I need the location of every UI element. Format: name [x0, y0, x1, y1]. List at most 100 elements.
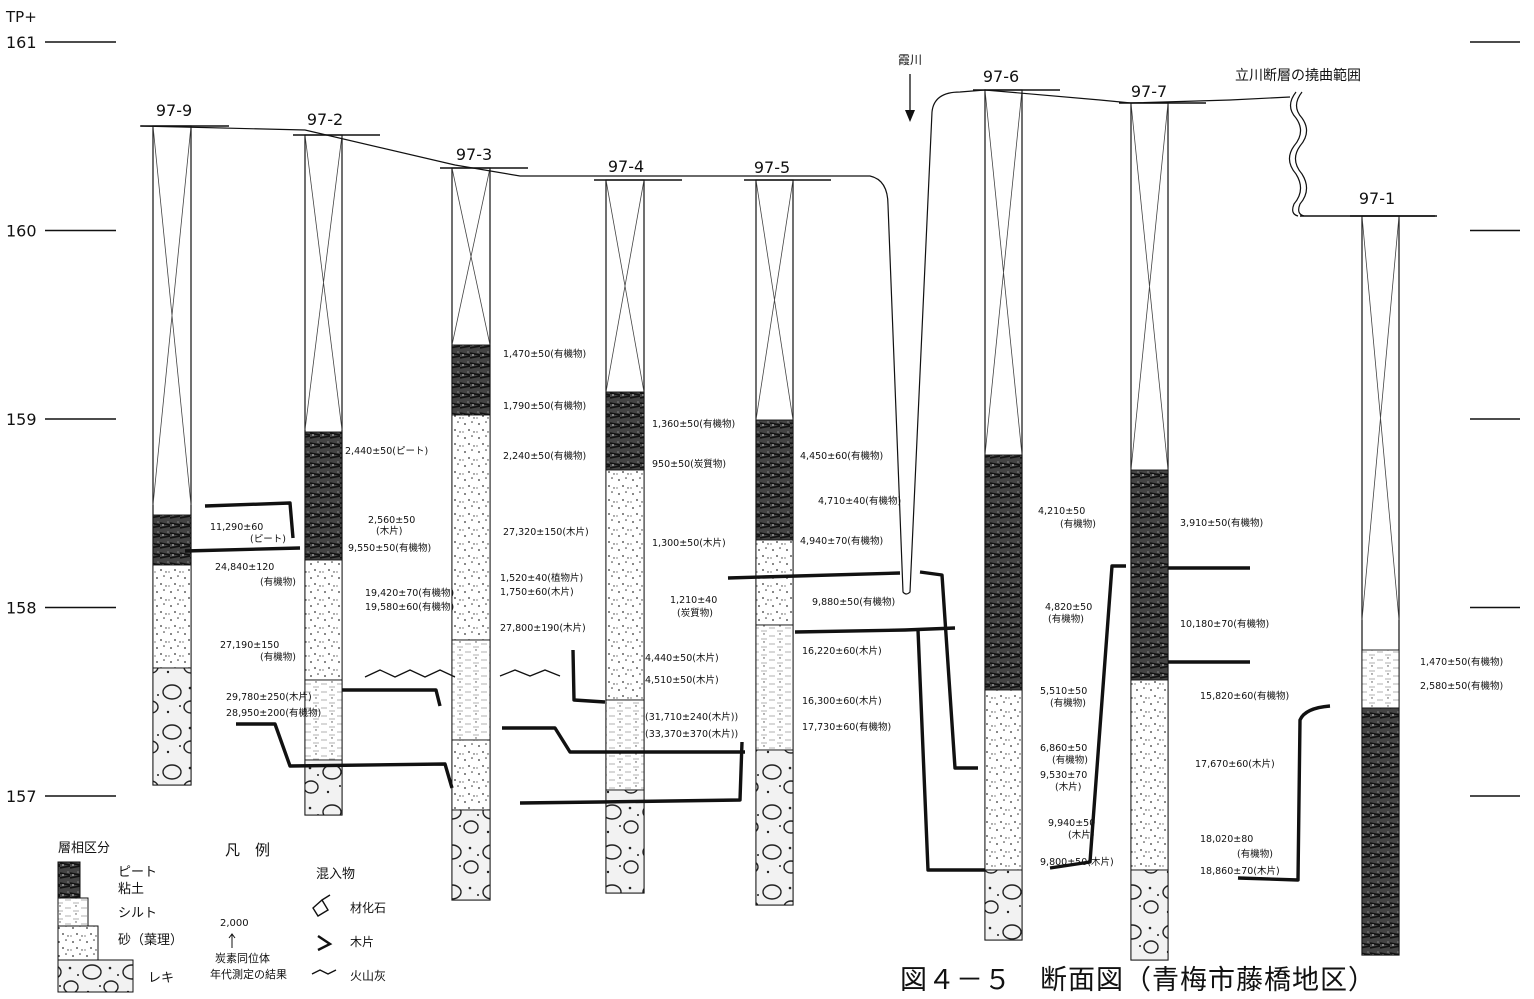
layer-sand	[451, 739, 491, 811]
figure-title: 図４－５ 断面図（青梅市藤橋地区）	[900, 965, 1376, 996]
legend-date-note: 炭素同位体	[215, 951, 270, 965]
fault-label: 立川断層の撓曲範囲	[1235, 67, 1361, 84]
date-label: 19,420±70(有機物)	[365, 587, 454, 599]
layer-gravel	[755, 749, 794, 906]
unsampled-interval	[605, 179, 645, 393]
borehole-label: 97-7	[1131, 82, 1167, 101]
borehole-label: 97-3	[456, 145, 492, 164]
layer-sand	[451, 414, 491, 641]
borehole-97-6	[984, 89, 1023, 941]
radiocarbon-dates: 11,290±60(ピート)24,840±120(有機物)27,190±150(…	[210, 348, 1503, 877]
fault-wavy-line	[1288, 91, 1302, 217]
date-label: 9,530±70	[1040, 770, 1087, 781]
date-label: 16,300±60(木片)	[802, 695, 882, 707]
date-label: (ピート)	[250, 534, 286, 545]
date-label: 4,820±50	[1045, 602, 1092, 613]
legend-arrow-icon	[228, 933, 236, 948]
stratum-boundaries	[184, 501, 1331, 882]
stratum-boundary	[1049, 564, 1126, 870]
stratum-boundary	[236, 722, 454, 789]
date-label: 1,360±50(有機物)	[652, 418, 735, 430]
date-label: 27,800±190(木片)	[500, 622, 586, 634]
unsampled-interval	[304, 134, 343, 431]
layer-dense	[451, 344, 491, 416]
legend-inclusions-title: 混入物	[316, 867, 355, 882]
layer-sand	[152, 564, 192, 669]
date-label: 4,450±60(有機物)	[800, 450, 883, 462]
unsampled-interval	[1361, 215, 1400, 621]
layer-dense	[1130, 469, 1169, 681]
date-label: 2,440±50(ピート)	[345, 446, 428, 457]
date-label: 1,470±50(有機物)	[1420, 656, 1503, 668]
date-label: 4,510±50(木片)	[645, 674, 719, 686]
date-label: 5,510±50	[1040, 686, 1087, 697]
borehole-97-7	[1130, 102, 1169, 961]
layer-sand	[304, 559, 343, 681]
borehole-97-9	[152, 125, 192, 786]
legend-sand-swatch	[57, 925, 99, 961]
layer-silt	[451, 639, 491, 741]
layer-gravel	[605, 789, 645, 894]
date-label: 17,670±60(木片)	[1195, 758, 1275, 770]
legend-silt-swatch	[57, 897, 89, 927]
layer-silt	[304, 679, 343, 761]
legend-date-example: 2,000	[220, 918, 249, 929]
date-label: (有機物)	[260, 576, 296, 588]
layer-dense	[152, 514, 192, 566]
axis-tick-label: 158	[6, 599, 37, 618]
legend-inclusion-label: 材化石	[350, 901, 386, 915]
borehole-label: 97-6	[983, 67, 1019, 86]
volcanic-ash-icon	[311, 969, 337, 975]
date-label: 9,940±50	[1048, 818, 1095, 829]
river-label: 霞川	[898, 53, 922, 67]
date-label: 1,520±40(植物片)	[500, 572, 583, 584]
date-label: 2,240±50(有機物)	[503, 450, 586, 462]
layer-sand	[984, 689, 1023, 871]
date-label: 6,860±50	[1040, 743, 1087, 754]
legend-facies-label: 粘土	[118, 882, 144, 897]
layer-gravel	[1130, 869, 1169, 961]
unsampled-interval	[152, 125, 192, 506]
layer-silt	[755, 624, 794, 751]
wood-chip-icon	[317, 935, 333, 952]
axis-tick-label: 161	[6, 33, 37, 52]
date-label: 1,470±50(有機物)	[503, 348, 586, 360]
date-label: (有機物)	[260, 651, 296, 663]
date-label: 18,860±70(木片)	[1200, 865, 1280, 877]
date-label: (31,710±240(木片))	[645, 711, 738, 723]
date-label: (33,370±370(木片))	[645, 728, 738, 740]
stratum-boundary	[342, 688, 442, 707]
borehole-label: 97-2	[307, 110, 343, 129]
unsampled-interval	[451, 167, 491, 346]
legend-facies-label: ピート	[118, 865, 157, 880]
date-label: 4,710±40(有機物)	[818, 495, 901, 507]
layer-dense	[1361, 707, 1400, 956]
date-label: 17,730±60(有機物)	[802, 721, 891, 733]
date-label: 1,300±50(木片)	[652, 537, 726, 549]
ground-surface-line	[139, 89, 1291, 595]
date-label: 1,790±50(有機物)	[503, 400, 586, 412]
layer-sand	[605, 469, 645, 701]
date-label: 1,210±40	[670, 595, 717, 606]
unsampled-interval	[1130, 102, 1169, 471]
date-label: 2,580±50(有機物)	[1420, 680, 1503, 692]
tephra-line	[499, 669, 561, 677]
date-label: 29,780±250(木片)	[226, 691, 312, 703]
layer-gravel	[451, 809, 491, 901]
fossil-wood-icon	[312, 894, 331, 917]
axis-tick-label: 157	[6, 787, 37, 806]
date-label: 4,210±50	[1038, 506, 1085, 517]
layer-silt	[1361, 649, 1400, 709]
river-arrow-head	[905, 110, 915, 122]
date-label: 28,950±200(有機物)	[226, 707, 321, 719]
stratum-boundary	[204, 501, 295, 539]
unsampled-interval	[755, 179, 794, 421]
stratum-boundary	[571, 649, 606, 704]
legend-inclusion-label: 火山灰	[350, 969, 386, 983]
date-label: (有機物)	[1048, 613, 1084, 625]
date-label: (炭質物)	[677, 607, 713, 619]
date-label: 9,550±50(有機物)	[348, 542, 431, 554]
date-label: 10,180±70(有機物)	[1180, 618, 1269, 630]
date-label: 3,910±50(有機物)	[1180, 517, 1263, 529]
